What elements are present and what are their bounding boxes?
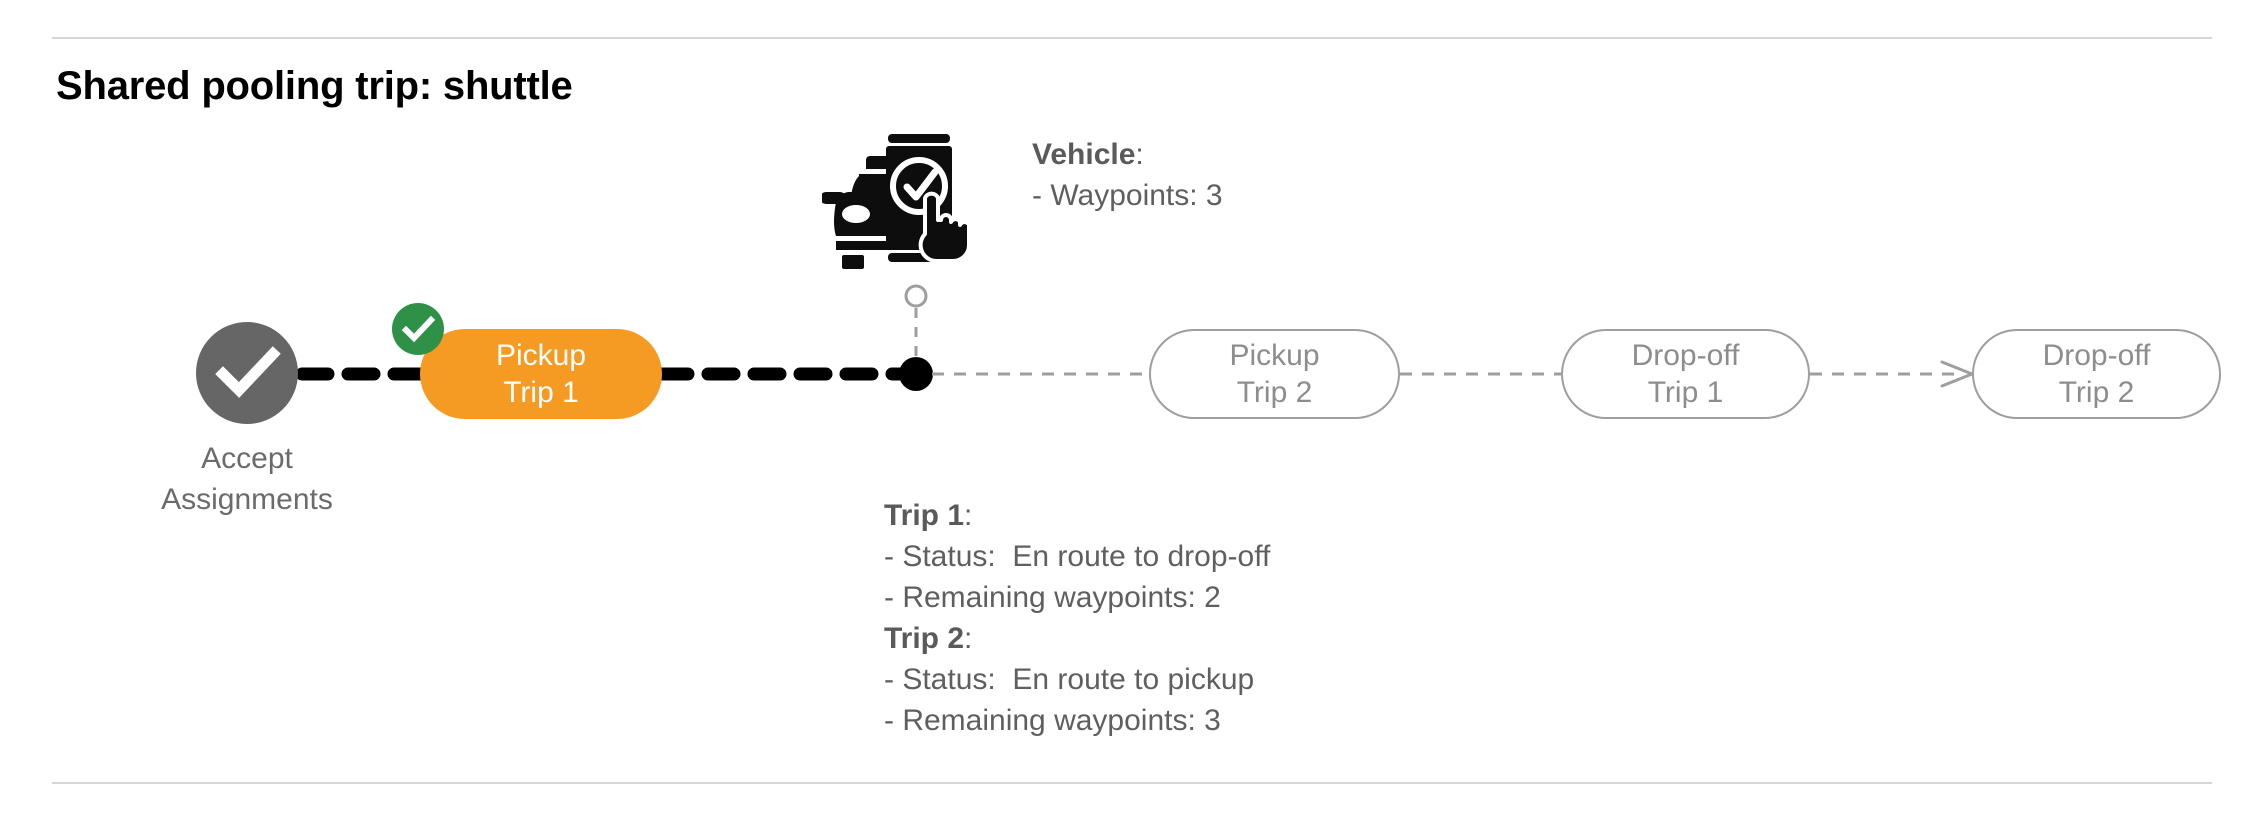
trip-2-heading: Trip 2 <box>884 622 965 655</box>
trip-1-heading-row: Trip 1: <box>884 495 1270 536</box>
check-badge-icon <box>392 303 444 355</box>
trip-1-status-label: - Status: <box>884 540 996 573</box>
check-circle-icon <box>215 346 281 398</box>
vehicle-phone-check-icon <box>820 122 974 274</box>
trip-2-waypoints: - Remaining waypoints: 3 <box>884 704 1221 737</box>
trip-2-status-row: - Status: En route to pickup <box>884 659 1270 700</box>
accept-assignments-label: Accept Assignments <box>120 438 374 520</box>
node-dropoff-trip-1-line2: Trip 1 <box>1647 376 1724 409</box>
accept-label-line2: Assignments <box>161 483 333 516</box>
trip-2-status-value: En route to pickup <box>1012 663 1255 696</box>
node-dropoff-trip-2[interactable]: Drop-off Trip 2 <box>1972 329 2221 419</box>
node-dropoff-trip-2-line1: Drop-off <box>2042 339 2151 372</box>
node-pickup-trip-2[interactable]: Pickup Trip 2 <box>1149 329 1400 419</box>
trip-2-heading-suffix: : <box>964 622 973 655</box>
node-dropoff-trip-1[interactable]: Drop-off Trip 1 <box>1561 329 1810 419</box>
trip-1-heading-suffix: : <box>964 499 973 532</box>
vehicle-info-title-suffix: : <box>1135 138 1144 171</box>
trip-1-status-value: En route to drop-off <box>1012 540 1271 573</box>
trip-1-waypoints: - Remaining waypoints: 2 <box>884 581 1221 614</box>
vehicle-info-title: Vehicle <box>1032 138 1136 171</box>
node-dropoff-trip-2-line2: Trip 2 <box>2058 376 2135 409</box>
node-pickup-trip-1[interactable]: Pickup Trip 1 <box>392 303 662 419</box>
bottom-divider <box>52 782 2212 784</box>
node-accept-assignments[interactable]: Accept Assignments <box>161 322 333 516</box>
vehicle-info-waypoints: - Waypoints: 3 <box>1032 179 1223 212</box>
node-pickup-trip-1-line1: Pickup <box>495 339 587 372</box>
trip-1-heading: Trip 1 <box>884 499 965 532</box>
node-pickup-trip-1-line2: Trip 1 <box>503 376 579 409</box>
node-dropoff-trip-1-line1: Drop-off <box>1631 339 1740 372</box>
vehicle-info-title-row: Vehicle: <box>1032 134 1223 175</box>
node-pickup-trip-2-line2: Trip 2 <box>1236 376 1313 409</box>
vehicle-position-dot <box>899 357 933 391</box>
trip-1-status-row: - Status: En route to drop-off <box>884 536 1270 577</box>
vehicle-leader-endpoint <box>904 284 928 308</box>
trip-details-block: Trip 1: - Status: En route to drop-off -… <box>884 495 1270 741</box>
node-pickup-trip-2-line1: Pickup <box>1229 339 1320 372</box>
accept-label-line1: Accept <box>201 442 293 475</box>
top-divider <box>52 37 2212 39</box>
page-title: Shared pooling trip: shuttle <box>56 64 573 108</box>
trip-2-status-label: - Status: <box>884 663 996 696</box>
vehicle-info-block: Vehicle: - Waypoints: 3 <box>1032 134 1223 216</box>
trip-2-heading-row: Trip 2: <box>884 618 1270 659</box>
accept-assignments-circle <box>196 322 298 424</box>
